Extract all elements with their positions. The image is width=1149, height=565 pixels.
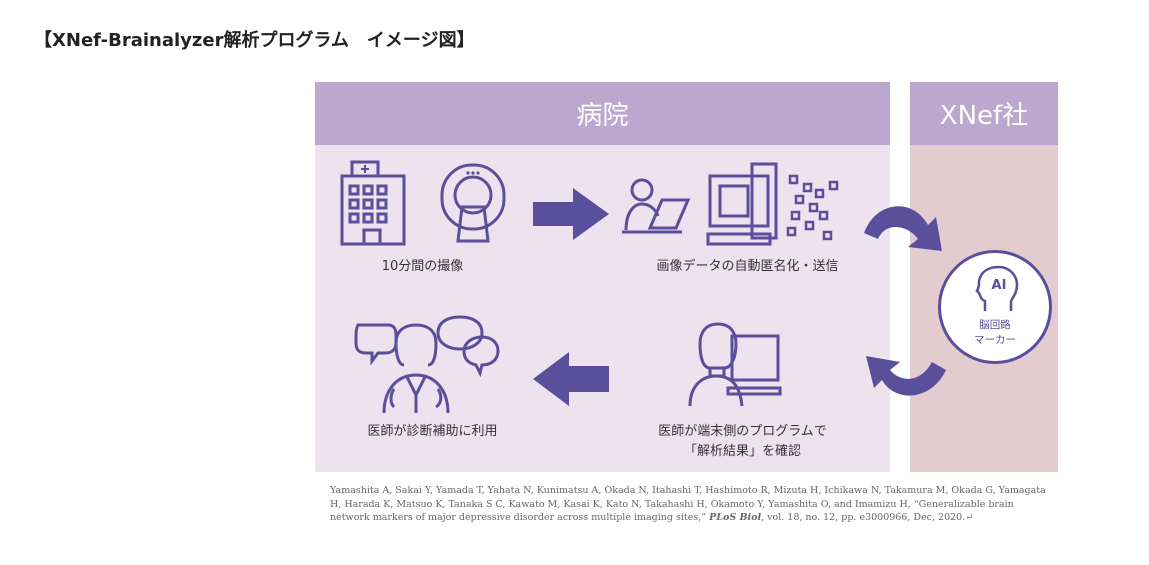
reference-journal: PLoS Biol — [709, 512, 762, 523]
ai-brain-marker: AI 脳回路 マーカー — [938, 250, 1052, 364]
step-anonymize-label: 画像データの自動匿名化・送信 — [656, 259, 839, 274]
mri-scanner-icon — [440, 163, 506, 243]
curved-arrow-to-ai-icon — [864, 206, 942, 251]
step-imaging-label: 10分間の撮像 — [381, 259, 464, 274]
arrow-left-icon — [533, 352, 609, 406]
step-confirm-label-2: 「解析結果」を確認 — [683, 444, 801, 459]
company-header: XNef社 — [910, 82, 1058, 145]
hospital-building-icon — [340, 160, 406, 246]
doctor-consultation-icon — [354, 315, 500, 414]
ai-head-icon — [975, 265, 1019, 311]
anonymization-computer-icon — [622, 162, 839, 246]
doctor-terminal-icon — [688, 322, 782, 407]
ai-label-line2: マーカー — [974, 334, 1016, 346]
hospital-header: 病院 — [315, 82, 890, 145]
hospital-panel — [315, 145, 890, 472]
ai-label-line1: 脳回路 — [979, 319, 1011, 331]
step-diagnosis-label: 医師が診断補助に利用 — [367, 424, 498, 439]
curved-arrow-from-ai-icon — [866, 356, 946, 396]
reference-authors: Yamashita A, Sakai Y, Yamada T, Yahata N… — [330, 485, 1046, 510]
step-confirm-label-1: 医師が端末側のプログラムで — [658, 424, 827, 439]
page-title: 【XNef-Brainalyzer解析プログラム イメージ図】 — [34, 30, 475, 51]
reference-citation: Yamashita A, Sakai Y, Yamada T, Yahata N… — [330, 484, 1050, 525]
reference-title: “Generalizable brain network markers of … — [330, 498, 1014, 524]
reference-details: , vol. 18, no. 12, pp. e3000966, Dec, 20… — [761, 512, 974, 523]
ai-badge: AI — [991, 278, 1007, 293]
arrow-right-icon — [533, 188, 609, 240]
